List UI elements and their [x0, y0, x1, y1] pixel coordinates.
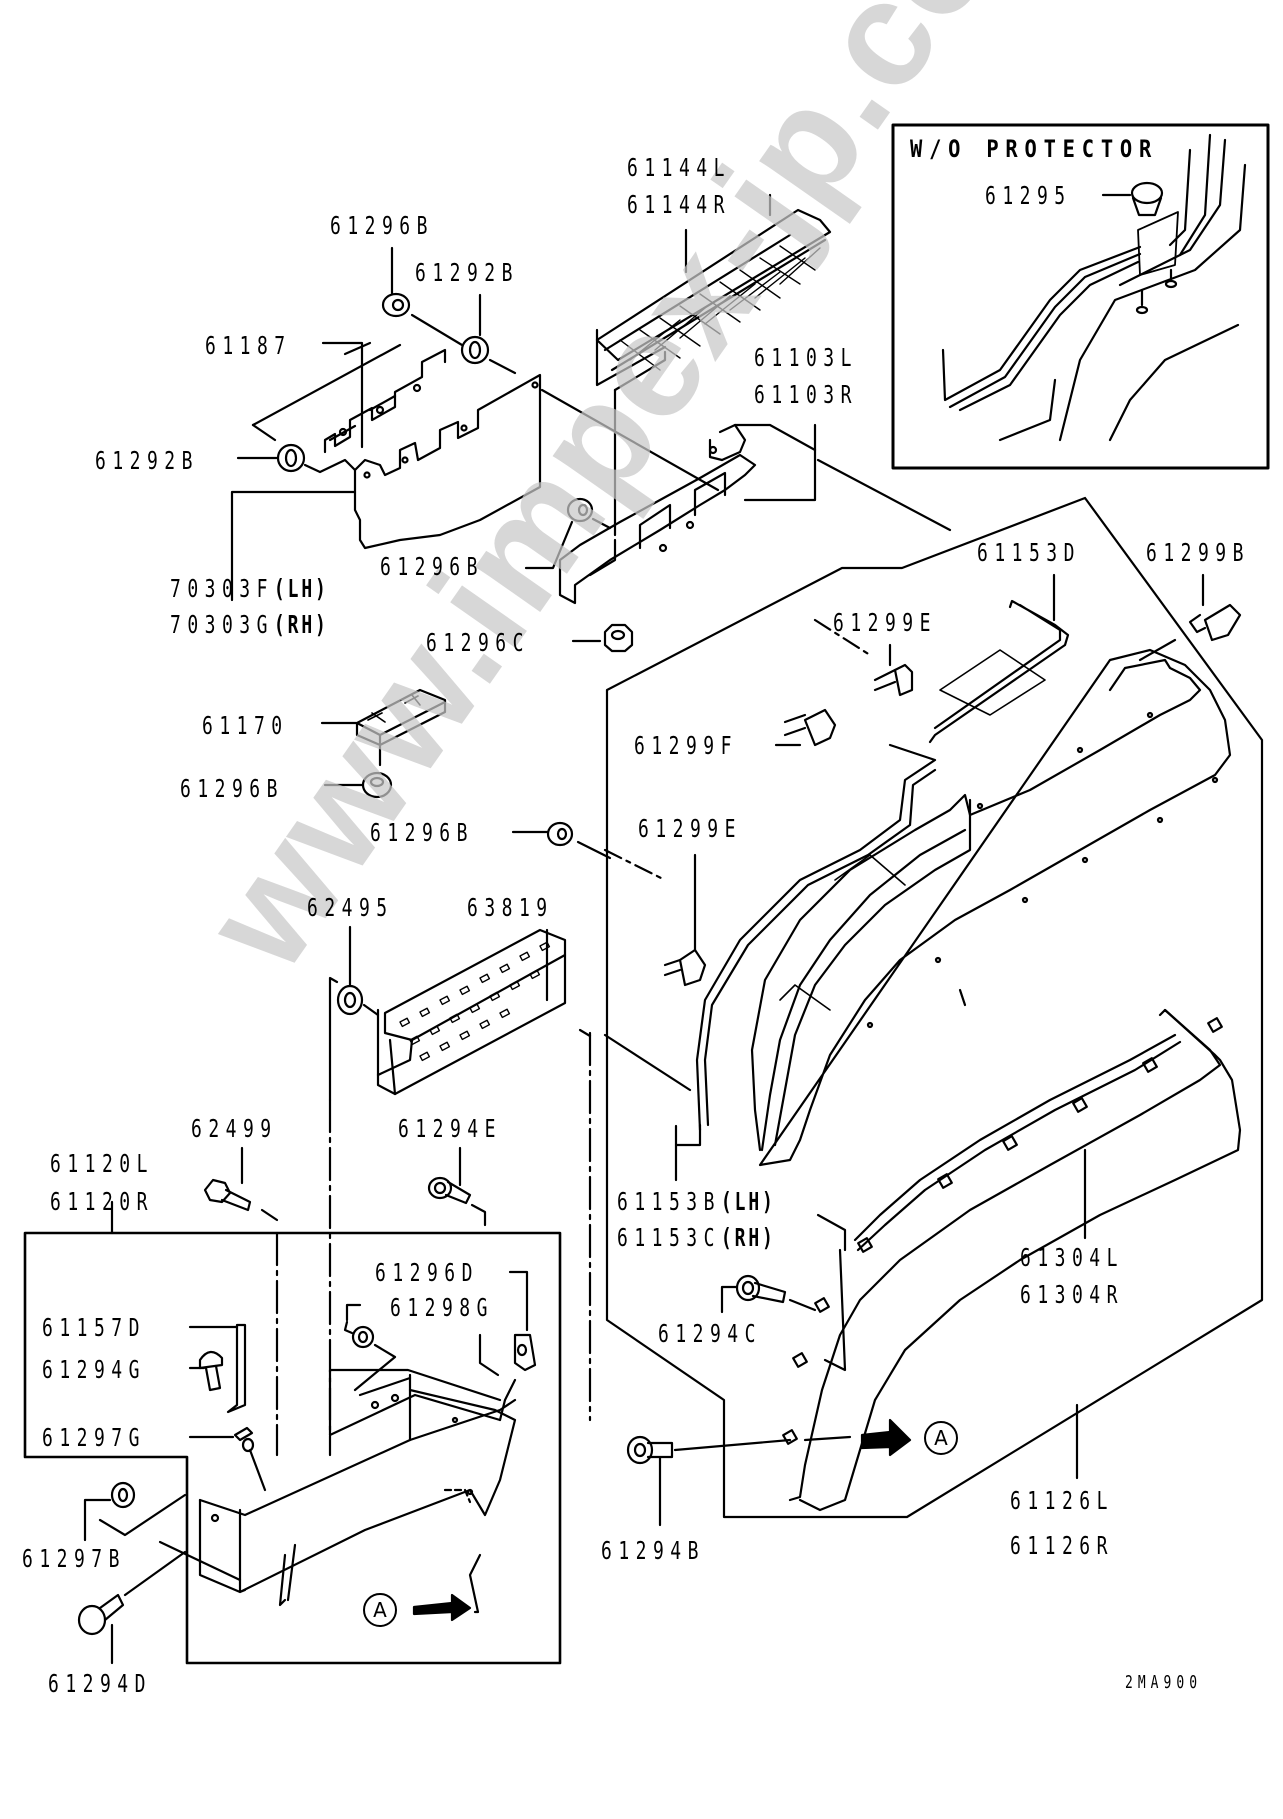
label-61304R[interactable]: 61304R [1020, 1280, 1124, 1309]
diagram-code: 2MA900 [1125, 1672, 1203, 1693]
fender-hatches [779, 649, 1046, 1011]
label-61294B[interactable]: 61294B [601, 1536, 705, 1565]
label-61298G[interactable]: 61298G [390, 1293, 494, 1322]
arrow-a-right [803, 1418, 912, 1457]
label-61126L[interactable]: 61126L [1010, 1486, 1114, 1515]
label-61299F[interactable]: 61299F [634, 731, 738, 760]
label-61153B[interactable]: 61153B(LH) [617, 1189, 776, 1214]
clip-61297G [233, 1426, 255, 1453]
label-61297G[interactable]: 61297G [42, 1423, 146, 1452]
frame-bracket-61103 [558, 423, 757, 605]
label-61296B-a[interactable]: 61296B [180, 774, 284, 803]
bolt-61294C [735, 1274, 787, 1304]
label-61299B[interactable]: 61299B [1146, 538, 1250, 567]
label-61299E-low[interactable]: 61299E [638, 814, 742, 843]
nut-61296B-top [381, 292, 411, 318]
fender-panel-outline [605, 496, 1264, 1519]
washer-61297B [110, 1481, 136, 1509]
label-61120L[interactable]: 61120L [50, 1149, 154, 1178]
label-61296B-top[interactable]: 61296B [330, 211, 434, 240]
inset-wo-protector [891, 123, 1270, 470]
arrow-a-left [412, 1553, 482, 1622]
label-61157D[interactable]: 61157D [42, 1313, 146, 1342]
fender-61126 [750, 648, 1232, 1167]
step-box-outline [23, 1231, 562, 1665]
label-61187[interactable]: 61187 [205, 331, 292, 360]
side-lh: (LH) [273, 574, 329, 603]
label-61299E-top[interactable]: 61299E [833, 608, 937, 637]
label-61126R[interactable]: 61126R [1010, 1531, 1114, 1560]
part-number: 70303F [170, 574, 274, 603]
label-61292B-top[interactable]: 61292B [415, 258, 519, 287]
clip-61299E-top [873, 663, 914, 697]
label-61144L[interactable]: 61144L [627, 153, 731, 182]
nut-61296B-a [361, 771, 393, 799]
callout-a-left: A [363, 1593, 397, 1627]
label-61294G[interactable]: 61294G [42, 1355, 146, 1384]
nut-61296B-b [546, 821, 574, 847]
bolt-61294B [626, 1435, 674, 1465]
part-number: 61153C [617, 1223, 721, 1252]
label-61295[interactable]: 61295 [985, 181, 1072, 210]
bolt-61294G [198, 1350, 224, 1392]
washer-61292B-left [276, 443, 306, 473]
flare-molding-61304 [782, 1008, 1242, 1512]
stay-61157D [226, 1323, 247, 1414]
bolt-61294E [427, 1176, 472, 1205]
label-63819[interactable]: 63819 [467, 893, 554, 922]
label-61297B[interactable]: 61297B [22, 1544, 126, 1573]
label-61103R[interactable]: 61103R [754, 380, 858, 409]
label-62495[interactable]: 62495 [307, 893, 394, 922]
side-rh: (RH) [720, 1223, 776, 1252]
label-61292B-left[interactable]: 61292B [95, 446, 199, 475]
label-61144R[interactable]: 61144R [627, 190, 731, 219]
bracket-61187 [323, 348, 447, 454]
clip-61299F [783, 708, 837, 747]
label-61103L[interactable]: 61103L [754, 343, 858, 372]
nut-61296C [603, 623, 634, 653]
step-box-61120 [198, 1368, 517, 1607]
label-61170[interactable]: 61170 [202, 711, 289, 740]
label-70303F[interactable]: 70303F(LH) [170, 576, 329, 601]
label-61294D[interactable]: 61294D [48, 1669, 152, 1698]
step-plate-61144 [595, 193, 832, 387]
seal-61153BC [695, 743, 937, 1132]
bolt-61294D [77, 1593, 125, 1636]
side-rh: (RH) [273, 610, 329, 639]
label-61120R[interactable]: 61120R [50, 1187, 154, 1216]
label-61296D[interactable]: 61296D [375, 1258, 479, 1287]
label-61296C[interactable]: 61296C [426, 628, 530, 657]
part-number: 61153B [617, 1187, 721, 1216]
protector-plate-70303 [353, 373, 542, 550]
side-lh: (LH) [720, 1187, 776, 1216]
label-61294C[interactable]: 61294C [658, 1319, 762, 1348]
nut-61296B-mid [566, 497, 594, 523]
washer-62495 [336, 984, 364, 1016]
label-61294E[interactable]: 61294E [398, 1114, 502, 1143]
label-70303G[interactable]: 70303G(RH) [170, 612, 329, 637]
label-61304L[interactable]: 61304L [1020, 1243, 1124, 1272]
inset-title: W/O PROTECTOR [910, 135, 1159, 163]
clip-61299E-low [663, 948, 707, 987]
bolt-61299B [1188, 603, 1242, 642]
washer-61292B-top [460, 335, 490, 365]
stay-61153D [928, 599, 1070, 744]
nut-61296D [513, 1333, 537, 1372]
label-61153D[interactable]: 61153D [977, 538, 1081, 567]
bolt-62499 [203, 1178, 252, 1212]
label-61153C[interactable]: 61153C(RH) [617, 1225, 776, 1250]
part-number: 70303G [170, 610, 274, 639]
push-clip-icon [1130, 181, 1164, 217]
label-62499[interactable]: 62499 [191, 1114, 278, 1143]
label-61296B-mid[interactable]: 61296B [380, 552, 484, 581]
step-63819 [376, 928, 567, 1096]
callout-a-right: A [924, 1421, 958, 1455]
block-61170 [355, 688, 447, 747]
clip-61298G [343, 1320, 375, 1349]
label-61296B-b[interactable]: 61296B [370, 818, 474, 847]
